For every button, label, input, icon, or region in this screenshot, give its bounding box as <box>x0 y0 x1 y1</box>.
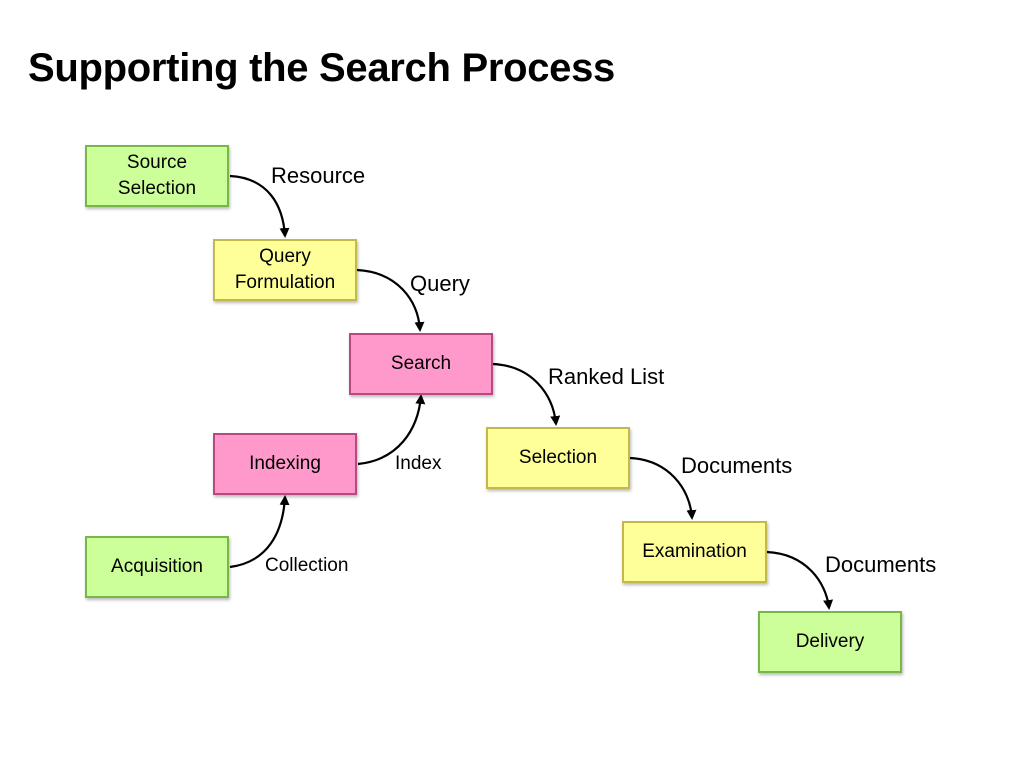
node-search: Search <box>349 333 493 395</box>
node-label: Acquisition <box>111 556 203 577</box>
node-label: Examination <box>642 541 747 562</box>
edge-label-documents-1: Documents <box>681 453 793 478</box>
node-examination: Examination <box>622 521 767 583</box>
arrow-query-to-search <box>356 268 425 332</box>
slide-title: Supporting the Search Process <box>28 46 616 90</box>
arrow-search-to-selection <box>492 362 561 426</box>
node-delivery: Delivery <box>758 611 902 673</box>
node-source-selection: Source Selection <box>85 145 229 207</box>
node-acquisition: Acquisition <box>85 536 229 598</box>
node-label: Source Selection <box>117 152 197 199</box>
node-query-formulation: Query Formulation <box>213 239 357 301</box>
node-label: Selection <box>518 447 598 468</box>
node-label: Search <box>390 353 452 374</box>
node-label: Indexing <box>249 453 321 474</box>
edge-label-ranked-list: Ranked List <box>548 364 665 389</box>
arrow-indexing-to-search <box>357 394 426 466</box>
edge-label-query: Query <box>410 271 470 296</box>
node-label: Delivery <box>795 631 865 652</box>
arrow-examination-to-delivery <box>766 550 834 610</box>
arrow-selection-to-examination <box>629 456 697 520</box>
edge-label-documents-2: Documents <box>825 552 937 577</box>
node-selection: Selection <box>486 427 630 489</box>
edge-label-index: Index <box>395 453 442 474</box>
node-indexing: Indexing <box>213 433 357 495</box>
node-label: Query Formulation <box>234 246 336 293</box>
edge-label-collection: Collection <box>265 555 349 576</box>
arrow-source-to-query <box>229 174 290 238</box>
arrow-acquisition-to-indexing <box>229 495 290 569</box>
edge-label-resource: Resource <box>271 163 366 188</box>
